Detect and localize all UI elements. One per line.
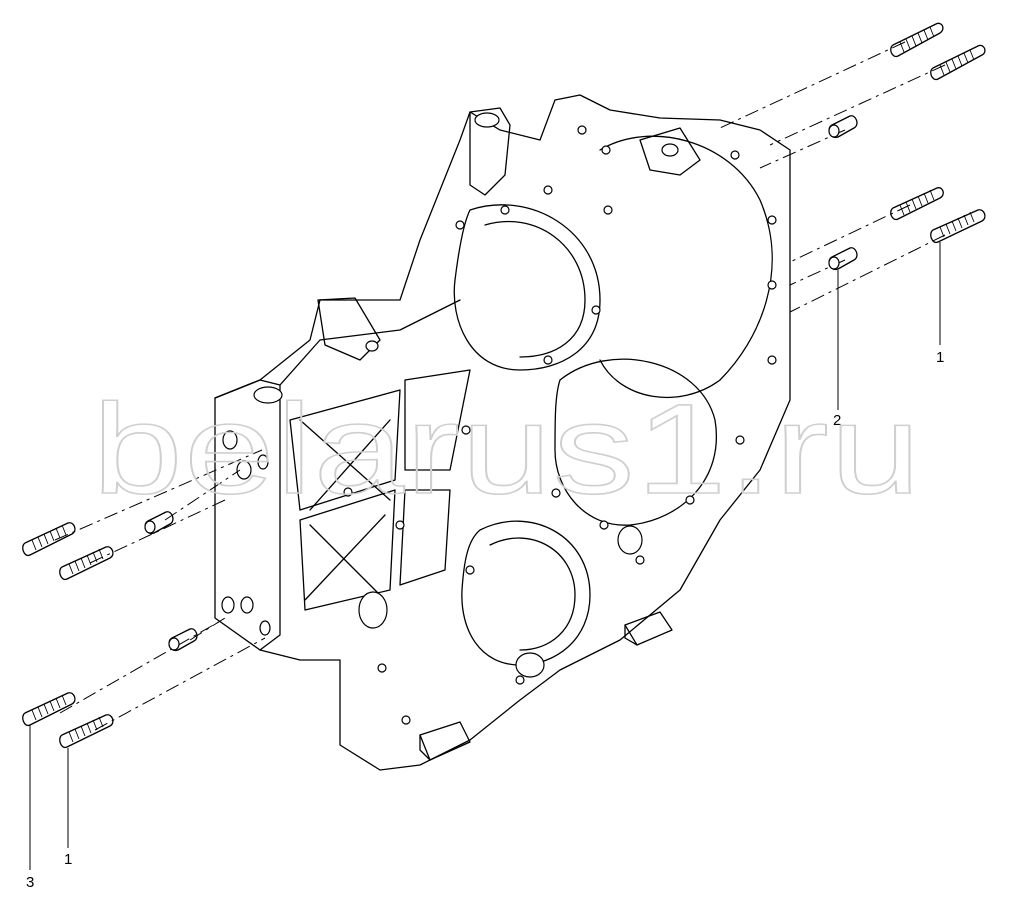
stud-upper-right: [890, 187, 944, 221]
callout-label: 1: [64, 851, 72, 868]
callout-label: 3: [26, 874, 34, 891]
watermark: belarus1.ru: [92, 378, 922, 521]
sleeve-left-upper: [144, 511, 174, 535]
leader-lines: [29, 242, 941, 870]
sleeve-top-right: [828, 115, 858, 139]
stud-lower-left: [22, 522, 76, 557]
stud-top-right-a: [890, 22, 944, 58]
callout-label: 1: [936, 349, 944, 366]
stud-right-1: [930, 209, 986, 244]
stud-bottom-left: [22, 692, 76, 727]
stud-top-right-b: [930, 44, 986, 81]
sleeve-right: [828, 247, 858, 271]
stud-bottom-left-2: [59, 714, 114, 749]
sleeve-left-lower: [168, 628, 198, 652]
callout-label: 2: [833, 412, 841, 429]
gear-housing: [214, 94, 791, 771]
stud-left-2: [59, 546, 114, 581]
